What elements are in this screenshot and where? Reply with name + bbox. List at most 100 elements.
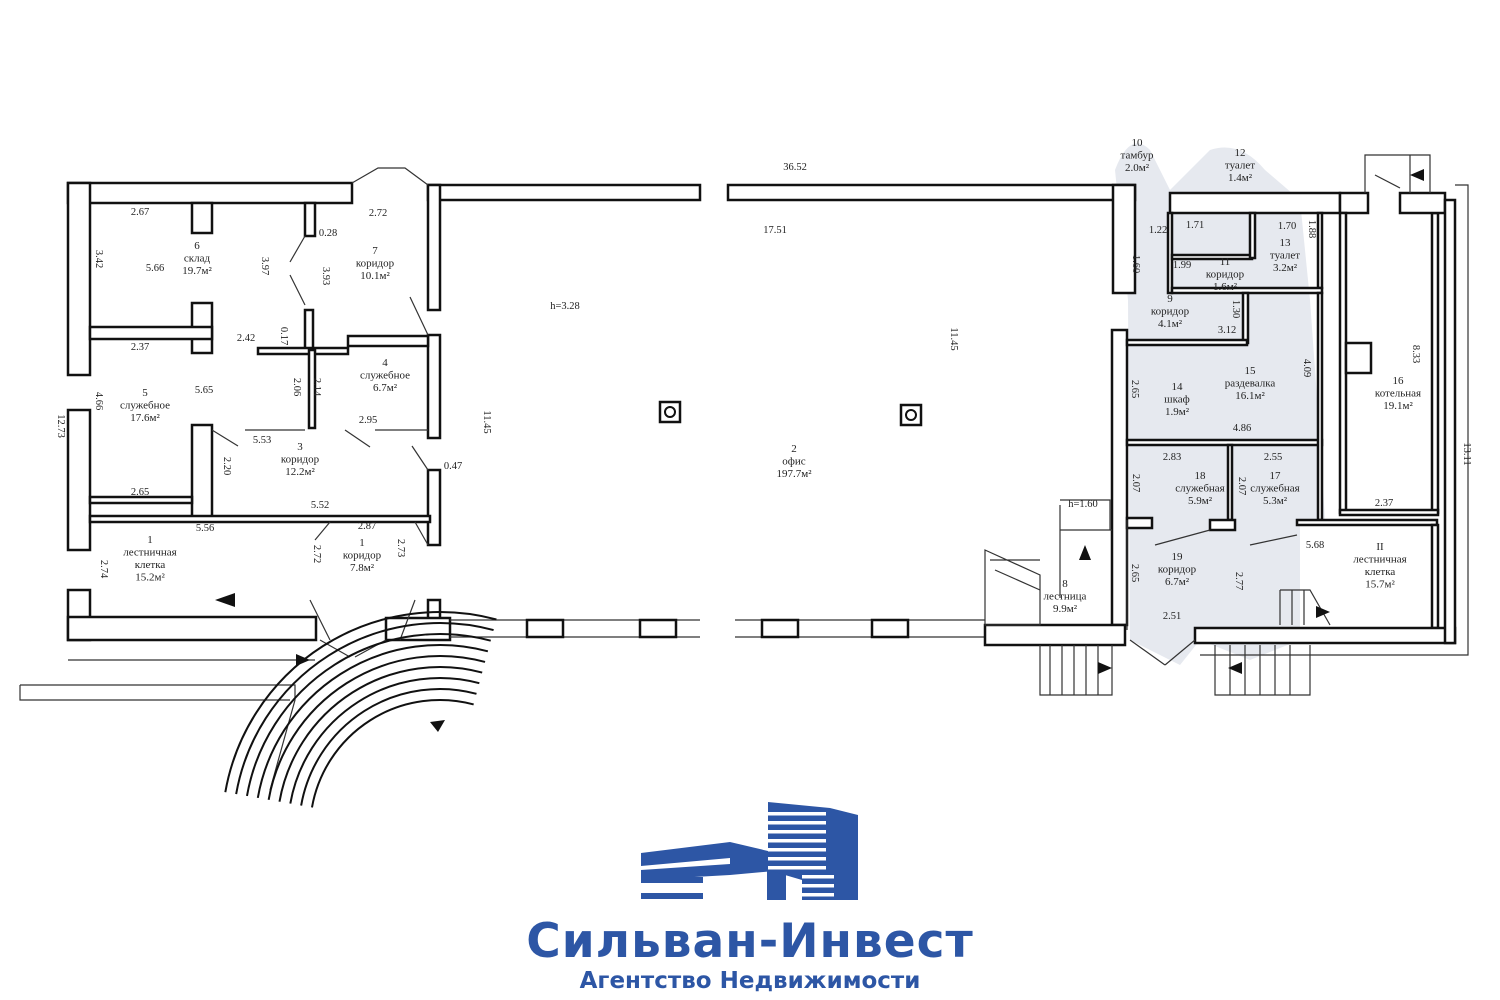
dimension-label: 11.45	[948, 327, 959, 350]
logo-stripe	[768, 812, 826, 816]
arrow-icon	[1098, 662, 1112, 674]
room-area: 5.3м²	[1263, 495, 1288, 507]
room-area: 12.2м²	[285, 466, 315, 478]
room-name: тамбур	[1121, 150, 1154, 162]
dimension-label: 1.30	[1230, 300, 1241, 318]
room-number: 8	[1062, 578, 1068, 590]
arrow-icon	[1410, 169, 1424, 181]
dimension-label: 3.42	[93, 250, 104, 268]
room-name: туалет	[1225, 160, 1255, 172]
stair-step	[310, 699, 474, 808]
room-name: котельная	[1375, 388, 1421, 400]
dimension-label: 0.17	[278, 327, 289, 345]
room-name: служебная	[1175, 483, 1225, 495]
logo-stripe	[768, 857, 826, 861]
dimension-label: 5.65	[195, 385, 213, 396]
stair-step	[224, 611, 497, 793]
dimension-label: h=1.60	[1068, 499, 1098, 510]
room-name: шкаф	[1164, 394, 1190, 406]
room-name: коридор	[1151, 306, 1190, 318]
room-number: 1	[147, 534, 153, 546]
dimension-label: 1.99	[1173, 260, 1191, 271]
dimension-label: 2.07	[1236, 477, 1247, 495]
room-area: 2.0м²	[1125, 162, 1150, 174]
room-area: 19.1м²	[1383, 400, 1413, 412]
dimension-label: 0.28	[319, 228, 337, 239]
logo-stripe	[768, 866, 826, 870]
dimension-label: 2.06	[291, 378, 302, 396]
room-name: склад	[184, 253, 211, 265]
dimension-label: 2.55	[1264, 452, 1282, 463]
room-name: служебное	[360, 370, 410, 382]
room-name: коридор	[281, 454, 320, 466]
room-number: 9	[1167, 293, 1173, 305]
room-number: 5	[142, 387, 148, 399]
room-name: служебное	[120, 400, 170, 412]
room-name: раздевалка	[1225, 378, 1276, 390]
dimension-label: 1.70	[1278, 221, 1296, 232]
logo-company-name: Сильван-Инвест	[526, 914, 974, 969]
dimension-label: 4.86	[1233, 423, 1251, 434]
dimension-label: 3.12	[1218, 325, 1236, 336]
logo-stripe	[768, 839, 826, 843]
dimension-label: 2.07	[1130, 474, 1141, 492]
dimension-label: 8.33	[1410, 345, 1421, 363]
arrow-icon	[1316, 606, 1330, 618]
logo-stripe	[768, 821, 826, 825]
arrow-icon	[1079, 545, 1091, 560]
room-number: II	[1376, 541, 1384, 553]
room-number: 4	[382, 357, 388, 369]
room-name: коридор	[1206, 269, 1245, 281]
dimension-label: 5.68	[1306, 540, 1324, 551]
walls	[19, 154, 1469, 791]
dimension-label: 2.65	[1129, 380, 1140, 398]
stair-step	[256, 644, 489, 799]
dimension-label: h=3.28	[550, 301, 580, 312]
dimension-label: 1.88	[1306, 220, 1317, 238]
room-area: 4.1м²	[1158, 318, 1183, 330]
stair-step	[300, 688, 477, 806]
dimension-label: 2.95	[359, 415, 377, 426]
dimension-label: 2.37	[131, 342, 149, 353]
dimension-label: 2.72	[311, 545, 322, 563]
logo-stripe	[802, 893, 834, 897]
room-area: 15.2м²	[135, 572, 165, 584]
dimension-label: 2.42	[237, 333, 255, 344]
dimension-label: 2.74	[98, 560, 109, 579]
arrows	[215, 169, 1424, 732]
dimension-label: 2.51	[1163, 611, 1181, 622]
room-number: 13	[1280, 237, 1292, 249]
room-area: 1.4м²	[1228, 172, 1253, 184]
room-number: 6	[194, 240, 200, 252]
room-number: 12	[1235, 147, 1246, 159]
dimension-label: 2.83	[1163, 452, 1181, 463]
dimension-label: 2.14	[311, 378, 322, 397]
room-area: 3.2м²	[1273, 262, 1298, 274]
room-area: 5.9м²	[1188, 495, 1213, 507]
dimension-label: 3.93	[320, 267, 331, 285]
dimension-label: 0.47	[444, 461, 462, 472]
dimension-label: 2.65	[131, 487, 149, 498]
dimension-label: 2.65	[1129, 564, 1140, 582]
dimension-label: 5.56	[196, 523, 214, 534]
dimension-label: 2.72	[369, 208, 387, 219]
room-area: 7.8м²	[350, 562, 375, 574]
logo-stripes	[768, 812, 834, 897]
dimension-label: 1.22	[1149, 225, 1167, 236]
logo-stripe	[802, 884, 834, 888]
stair-step	[245, 633, 491, 797]
room-number: 19	[1172, 551, 1184, 563]
